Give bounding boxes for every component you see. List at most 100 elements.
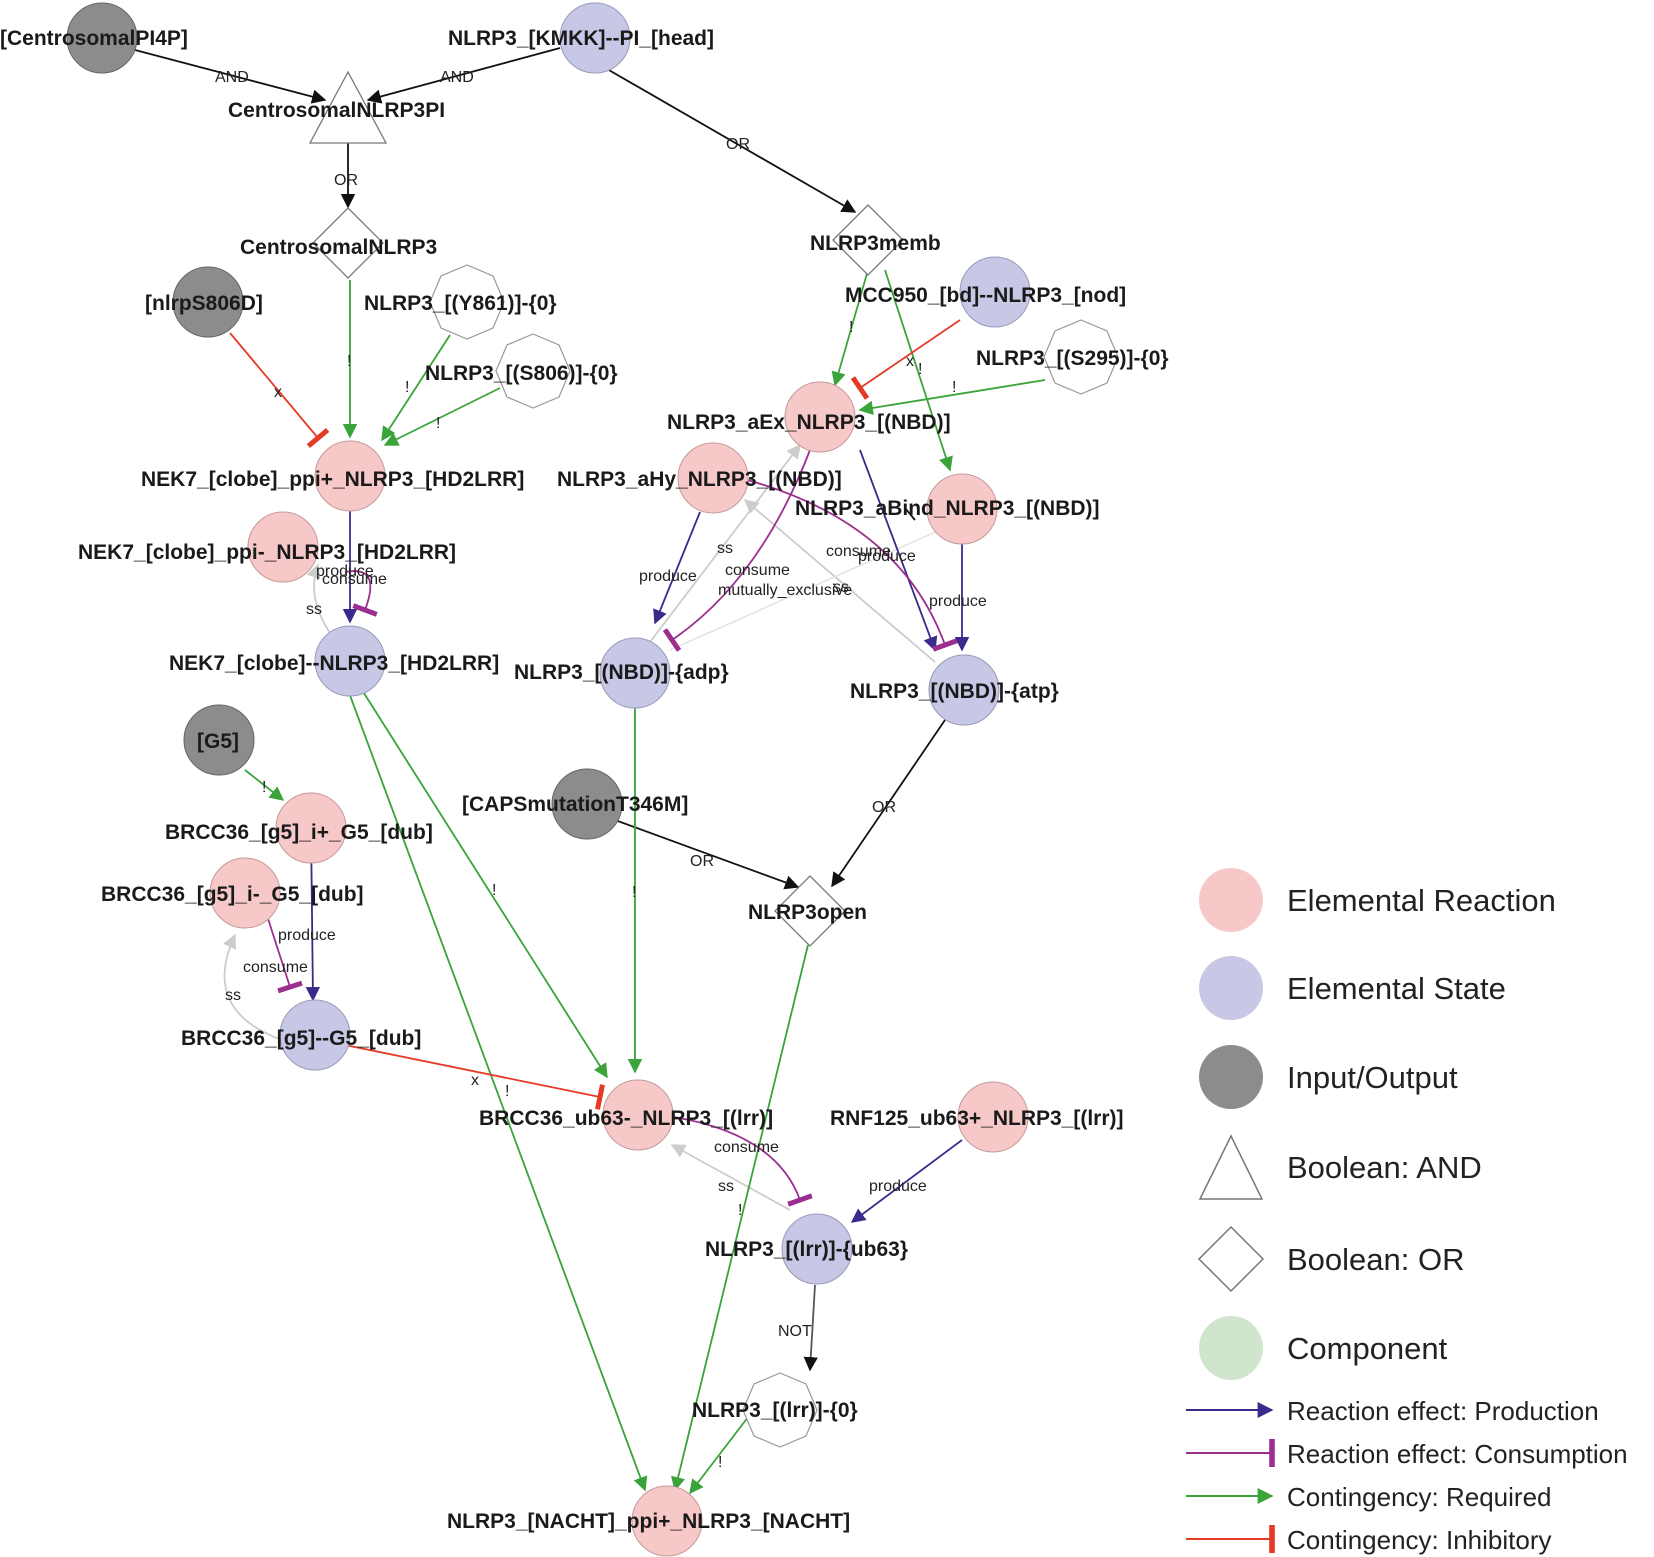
label-brcc36-i-minus: BRCC36_[g5]_i-_G5_[dub] [101, 883, 364, 906]
label-centrosomal-nlrp3: CentrosomalNLRP3 [240, 236, 437, 259]
edge-req-s295-aex [858, 379, 1046, 416]
label-nlrp3-kmkk: NLRP3_[KMKK]--PI_[head] [448, 27, 714, 50]
label-nlrp3-lrr0: NLRP3_[(lrr)]-{0} [692, 1399, 858, 1422]
legend-state-label: Elemental State [1287, 971, 1506, 1006]
node-brcc36-i-plus [275, 792, 347, 864]
label-caps: [CAPSmutationT346M] [462, 793, 688, 816]
legend-inhibitory-label: Contingency: Inhibitory [1287, 1525, 1551, 1555]
node-g5 [183, 704, 255, 776]
edge-req-nek7-nacht [347, 689, 648, 1492]
and-label-1: AND [215, 69, 249, 86]
node-rnf125 [957, 1081, 1029, 1153]
node-nlrp3-y861 [429, 264, 505, 340]
edge-cons-aex-adp [662, 449, 811, 652]
mutex-label: mutually_exclusive [718, 582, 852, 599]
label-rnf125: RNF125_ub63+_NLRP3_[(lrr)] [830, 1107, 1124, 1130]
edge-cons-lrr [659, 1114, 813, 1207]
label-nek7-ppi-minus: NEK7_[clobe]_ppi-_NLRP3_[HD2LRR] [78, 541, 456, 564]
edge-req-memb-aex [831, 269, 869, 387]
label-nlrp3-adp: NLRP3_[(NBD)]-{adp} [514, 661, 729, 684]
or-label-3: OR [872, 799, 896, 816]
label-nek7-bound: NEK7_[clobe]--NLRP3_[HD2LRR] [169, 652, 499, 675]
inh-label-1: x [274, 384, 282, 401]
edge-inh-mcc950 [850, 319, 961, 400]
node-nlrp3-lrr-ub63 [781, 1213, 853, 1285]
node-nek7-ppi-minus [247, 511, 319, 583]
node-nlrp3-abind [926, 473, 998, 545]
node-centrosomal-nlrp3pi [308, 70, 388, 144]
edge-ss-atp-to-ahy [743, 499, 936, 663]
edge-pi4p-to-nlrp3pi [134, 49, 327, 104]
node-brcc36-bound [279, 999, 351, 1071]
edge-req-nek7-brcc-ub63 [361, 689, 608, 1079]
edge-kmkk-to-nlrp3memb [594, 61, 857, 213]
label-nlrp3-atp: NLRP3_[(NBD)]-{atp} [850, 680, 1059, 703]
produce-label-3: produce [858, 548, 916, 565]
edge-labels: AND AND OR OR OR OR NOT ! ! ! ! ! ! ! ! … [215, 69, 987, 1471]
edge-prod-rnf125 [850, 1139, 963, 1223]
edge-cons-ahy-atp [739, 477, 958, 652]
legend-state-swatch [1199, 956, 1263, 1020]
not-label: NOT [778, 1323, 812, 1340]
and-label-2: AND [440, 69, 474, 86]
req-label-2: ! [405, 379, 409, 396]
edge-atp-to-nlrp3open [831, 719, 946, 888]
edge-ss-mutex [669, 529, 941, 651]
req-label-4: ! [849, 319, 853, 336]
or-label-4: OR [690, 853, 714, 870]
legend-component-swatch [1199, 1316, 1263, 1380]
edge-abind-tick [904, 507, 916, 521]
req-label-1: ! [347, 353, 351, 370]
label-brcc36-i-plus: BRCC36_[g5]_i+_G5_[dub] [165, 821, 433, 844]
node-labels: [CentrosomalPI4P] NLRP3_[KMKK]--PI_[head… [0, 27, 1169, 1533]
req-label-5: ! [918, 361, 922, 378]
node-brcc36-i-minus [209, 857, 281, 929]
node-caps [551, 768, 623, 840]
label-brcc36-ub63: BRCC36_ub63-_NLRP3_[(lrr)] [479, 1107, 773, 1130]
node-nlrp3-lrr0 [742, 1372, 818, 1448]
edge-req-memb-abind [884, 269, 953, 472]
label-g5: [G5] [197, 730, 239, 753]
inh-label-2: x [906, 353, 914, 370]
req-label-3: ! [436, 415, 440, 432]
label-nlrps806d: [nlrpS806D] [145, 292, 263, 315]
label-nlrp3-ahy: NLRP3_aHy_NLRP3_[(NBD)] [557, 468, 842, 491]
node-nlrp3-s806 [495, 333, 571, 409]
consume-label-1: consume [322, 571, 387, 588]
label-nlrp3open: NLRP3open [748, 901, 867, 924]
node-nlrps806d [172, 266, 244, 338]
consume-label-2: consume [725, 562, 790, 579]
ss-label-5: ss [718, 1178, 734, 1195]
legend-reaction-swatch [1199, 868, 1263, 932]
edge-kmkk-to-nlrp3pi [366, 47, 561, 104]
produce-label-5: produce [278, 927, 336, 944]
label-centrosomal-pi4p: [CentrosomalPI4P] [0, 27, 188, 50]
legend-and-swatch [1198, 1134, 1264, 1200]
legend-and-label: Boolean: AND [1287, 1150, 1482, 1185]
label-nlrp3-nacht: NLRP3_[NACHT]_ppi+_NLRP3_[NACHT] [447, 1510, 850, 1533]
produce-label-2: produce [639, 568, 697, 585]
req-label-7: ! [262, 779, 266, 796]
req-label-9: ! [632, 884, 636, 901]
node-nek7-ppi-plus [314, 440, 386, 512]
produce-label-1: produce [316, 563, 374, 580]
label-nlrp3-aex: NLRP3_aEx_NLRP3_[(NBD)] [667, 411, 951, 434]
edge-req-g5-brcc36 [244, 769, 285, 801]
node-nlrp3-ahy [677, 442, 749, 514]
edge-ub63-to-lrr0 [803, 1284, 818, 1372]
edge-cons-nek7 [344, 570, 378, 617]
edge-prod-ahy-adp [653, 511, 701, 625]
label-nlrp3-s806: NLRP3_[(S806)]-{0} [425, 362, 618, 385]
label-centrosomal-nlrp3pi: CentrosomalNLRP3PI [228, 99, 445, 122]
legend-io-swatch [1199, 1045, 1263, 1109]
node-nlrp3-nacht [631, 1485, 703, 1557]
ss-label-3: ss [833, 579, 849, 596]
node-brcc36-ub63 [602, 1079, 674, 1151]
edge-req-lrr0-nacht [689, 1407, 756, 1495]
edge-ss-adp-to-aex [649, 443, 801, 643]
node-shapes [66, 2, 1119, 1557]
edges [134, 47, 1046, 1495]
edge-ss-lrr-to-brcc [670, 1144, 791, 1211]
ss-label-4: ss [225, 987, 241, 1004]
